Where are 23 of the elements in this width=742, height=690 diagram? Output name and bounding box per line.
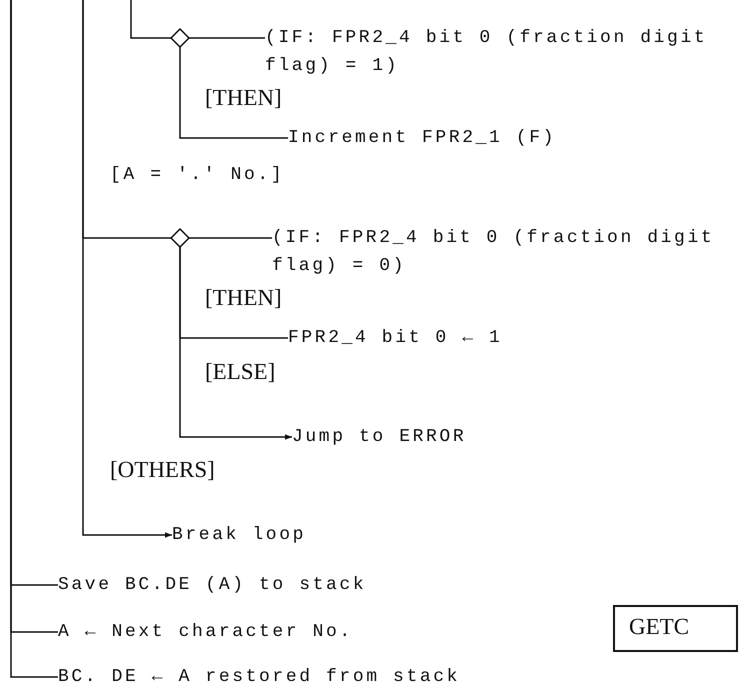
connector-line: [179, 47, 288, 139]
condition-text: (IF: FPR2_4 bit 0 (fraction digit flag) = 0): [272, 224, 734, 280]
decision-diamond: [170, 228, 190, 248]
branch-condition: [OTHERS]: [110, 456, 215, 484]
condition-text: (IF: FPR2_4 bit 0 (fraction digit flag) = 1): [265, 24, 735, 80]
module-name-box: GETC: [613, 605, 738, 652]
process-text: Break loop: [172, 521, 306, 549]
process-text: Save BC.DE (A) to stack: [58, 571, 366, 599]
connector-line: [189, 237, 272, 239]
arrow: [179, 247, 292, 440]
process-text: A ← Next character No.: [58, 618, 353, 646]
decision-diamond: [170, 28, 190, 48]
branch-condition: [THEN]: [205, 284, 282, 312]
connector-line: [189, 37, 265, 39]
branch-condition: [A = '.' No.]: [110, 164, 284, 187]
branch-condition: [ELSE]: [205, 358, 276, 386]
connector-line: [130, 0, 171, 39]
process-text: BC. DE ← A restored from stack: [58, 663, 460, 690]
process-text: Increment FPR2_1 (F): [288, 124, 556, 152]
process-text: FPR2_4 bit 0 ← 1: [288, 324, 502, 352]
branch-condition: [THEN]: [205, 84, 282, 112]
arrow: [82, 0, 172, 538]
process-text: Jump to ERROR: [292, 423, 466, 451]
